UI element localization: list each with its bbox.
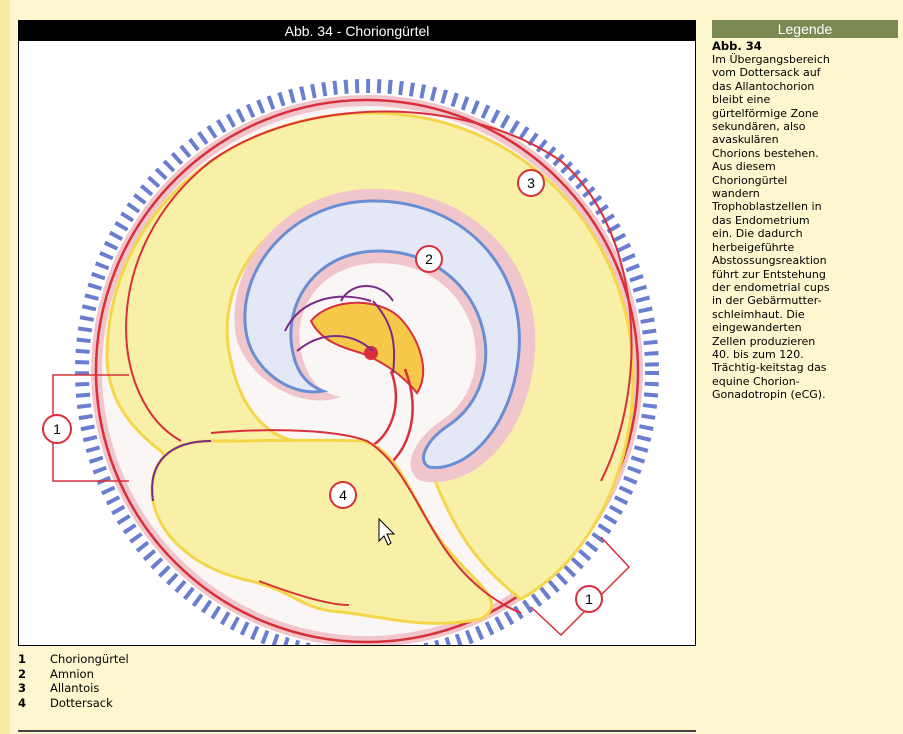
figure-box: Abb. 34 - Choriongürtel 1 2 3: [18, 20, 696, 646]
figure-key-list: 1 Choriongürtel 2 Amnion 3 Allantois 4 D…: [18, 652, 129, 710]
divider: [18, 730, 696, 732]
key-item: 3 Allantois: [18, 681, 129, 696]
callout-label-1: 1: [53, 421, 61, 437]
key-label: Amnion: [50, 667, 94, 682]
key-number: 2: [18, 667, 50, 682]
page-frame: [0, 0, 10, 734]
callout-label-3: 3: [527, 175, 535, 191]
choriongurtel-diagram: 1 2 3 4 1: [19, 41, 695, 645]
callout-label-4: 4: [339, 487, 347, 503]
legend-header: Legende: [712, 20, 898, 38]
key-number: 1: [18, 652, 50, 667]
legend-panel: Legende Abb. 34 Im Übergangsbereich vom …: [712, 20, 898, 402]
key-label: Dottersack: [50, 696, 113, 711]
callout-label-2: 2: [425, 251, 433, 267]
legend-figure-label: Abb. 34: [712, 39, 898, 53]
figure-title: Abb. 34 - Choriongürtel: [19, 21, 695, 41]
key-number: 4: [18, 696, 50, 711]
key-item: 1 Choriongürtel: [18, 652, 129, 667]
key-item: 4 Dottersack: [18, 696, 129, 711]
key-item: 2 Amnion: [18, 667, 129, 682]
key-label: Allantois: [50, 681, 99, 696]
legend-description: Im Übergangsbereich vom Dottersack auf d…: [712, 53, 898, 402]
key-label: Choriongürtel: [50, 652, 129, 667]
callout-label-1b: 1: [585, 591, 593, 607]
key-number: 3: [18, 681, 50, 696]
